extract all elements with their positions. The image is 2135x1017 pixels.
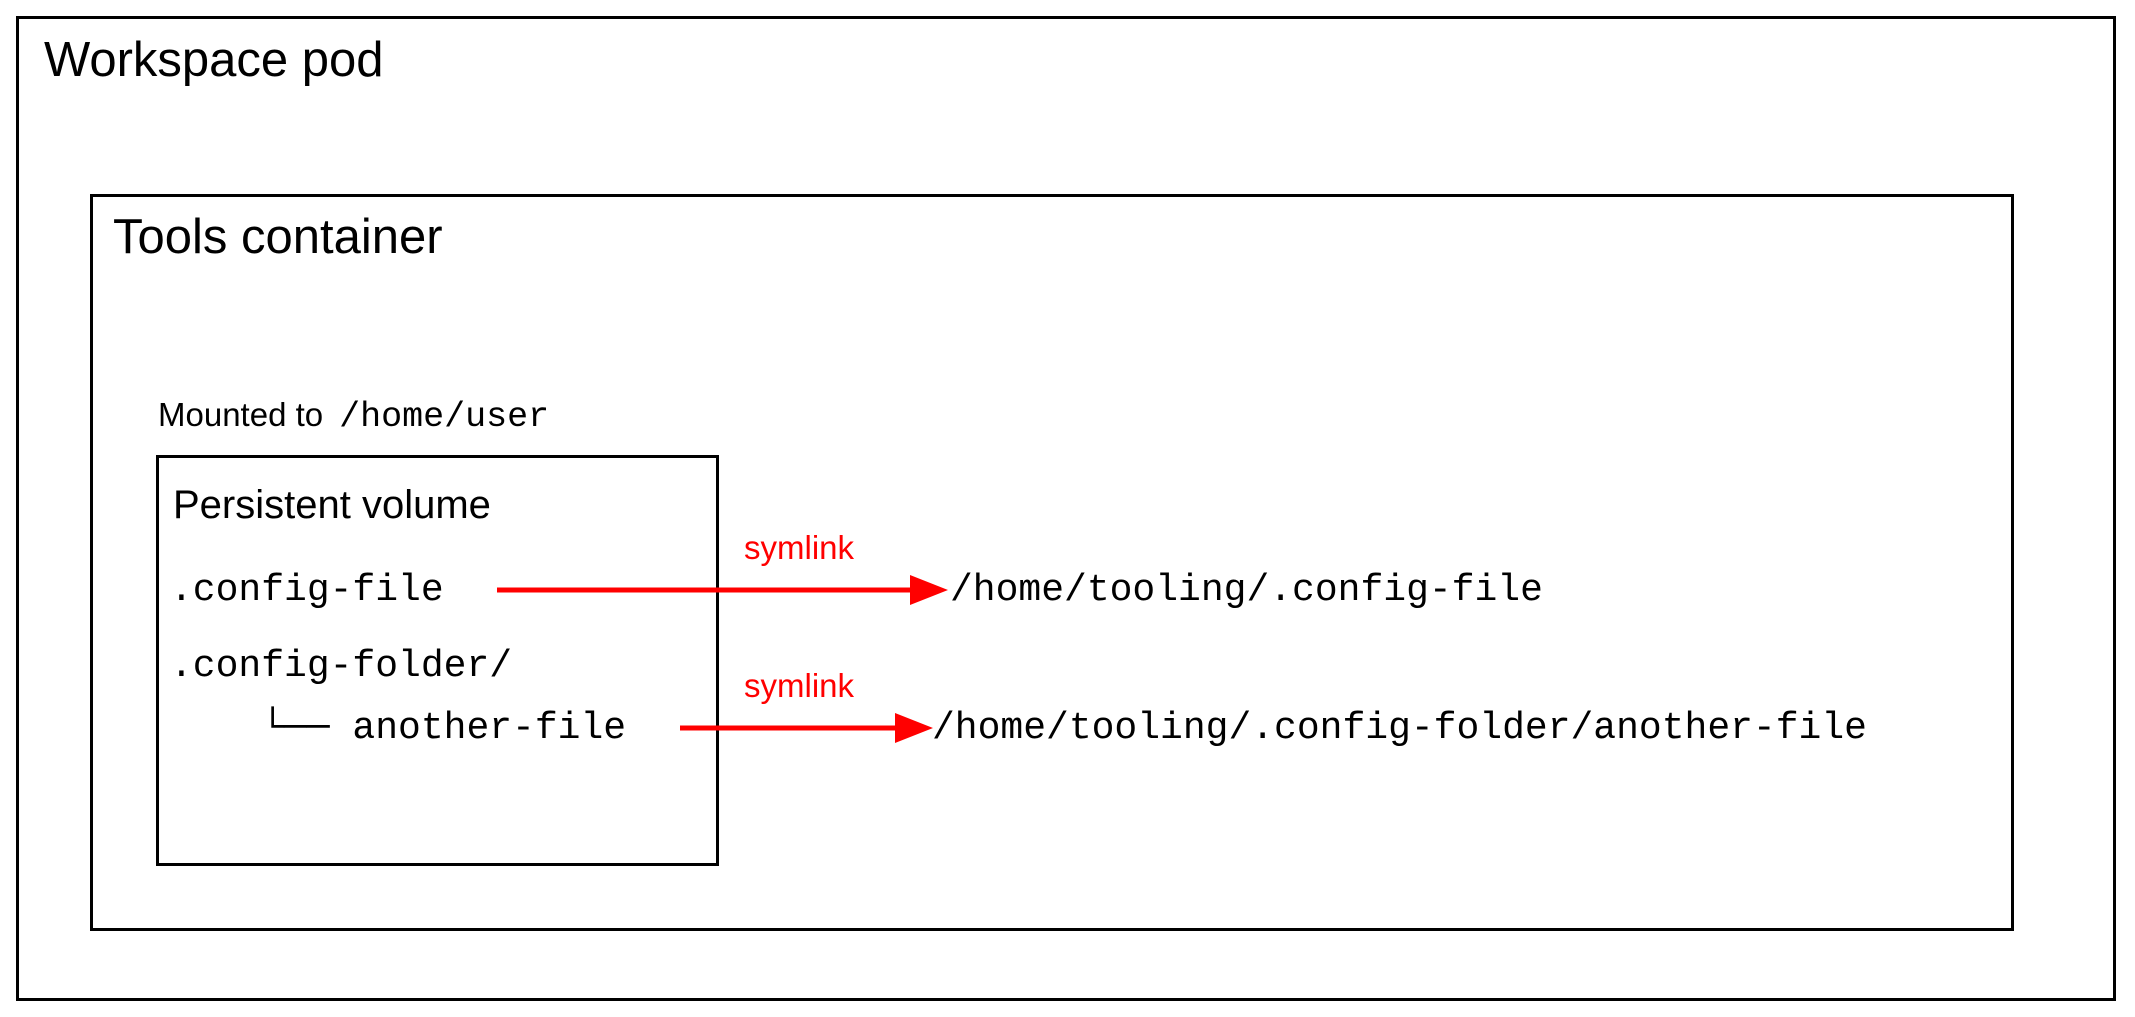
mount-label-text: Mounted to — [158, 396, 324, 433]
workspace-pod-title: Workspace pod — [44, 33, 384, 87]
tools-container-box — [90, 194, 2014, 931]
volume-entry-config-file: .config-file — [170, 569, 444, 612]
mount-path-text: /home/user — [339, 397, 550, 437]
persistent-volume-box — [156, 455, 719, 866]
symlink-label-1: symlink — [744, 529, 855, 566]
volume-entry-another-file: └── another-file — [170, 707, 627, 750]
persistent-volume-title: Persistent volume — [173, 483, 491, 527]
mount-annotation: Mounted to/home/user — [158, 398, 549, 435]
tools-container-title: Tools container — [113, 210, 443, 264]
symlink-target-path-2: /home/tooling/.config-folder/another-fil… — [932, 707, 1867, 750]
workspace-pod-box — [16, 16, 2116, 1001]
symlink-target-path-1: /home/tooling/.config-file — [950, 569, 1543, 612]
volume-entry-config-folder: .config-folder/ — [170, 645, 513, 688]
symlink-label-2: symlink — [744, 667, 855, 704]
